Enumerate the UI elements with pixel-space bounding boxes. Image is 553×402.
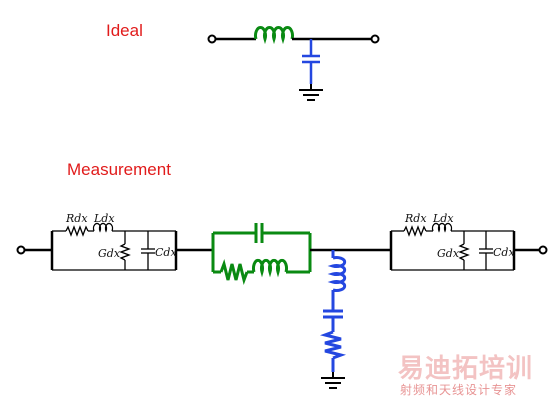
right-cdx-label: Cdx (493, 246, 515, 259)
right-rdx-label: Rdx (404, 212, 427, 225)
shunt-branch-blue (319, 250, 347, 372)
right-ldx-label: Ldx (432, 212, 454, 225)
meas-port-right (538, 245, 548, 255)
ideal-ground-icon (299, 84, 323, 101)
ideal-inductor (254, 26, 294, 45)
left-rdx-label: Rdx (65, 212, 88, 225)
measurement-title: Measurement (67, 160, 171, 179)
meas-port-left (16, 245, 26, 255)
ideal-port-left (207, 34, 217, 44)
ideal-port-right (370, 34, 380, 44)
left-gdx-label: Gdx (98, 247, 121, 260)
watermark-subtitle: 射频和天线设计专家 (400, 383, 518, 397)
left-cdx-label: Cdx (155, 246, 177, 259)
right-gdx-label: Gdx (437, 247, 460, 260)
ideal-circuit (207, 26, 380, 101)
series-network-green (211, 223, 312, 286)
ideal-title: Ideal (106, 21, 143, 40)
left-ldx-label: Ldx (93, 212, 115, 225)
ideal-capacitor (302, 39, 320, 84)
meas-ground-icon (321, 372, 345, 389)
watermark-logo-text: 易迪拓培训 (398, 354, 534, 384)
measurement-circuit: Rdx Ldx Gdx Cdx (16, 212, 548, 389)
